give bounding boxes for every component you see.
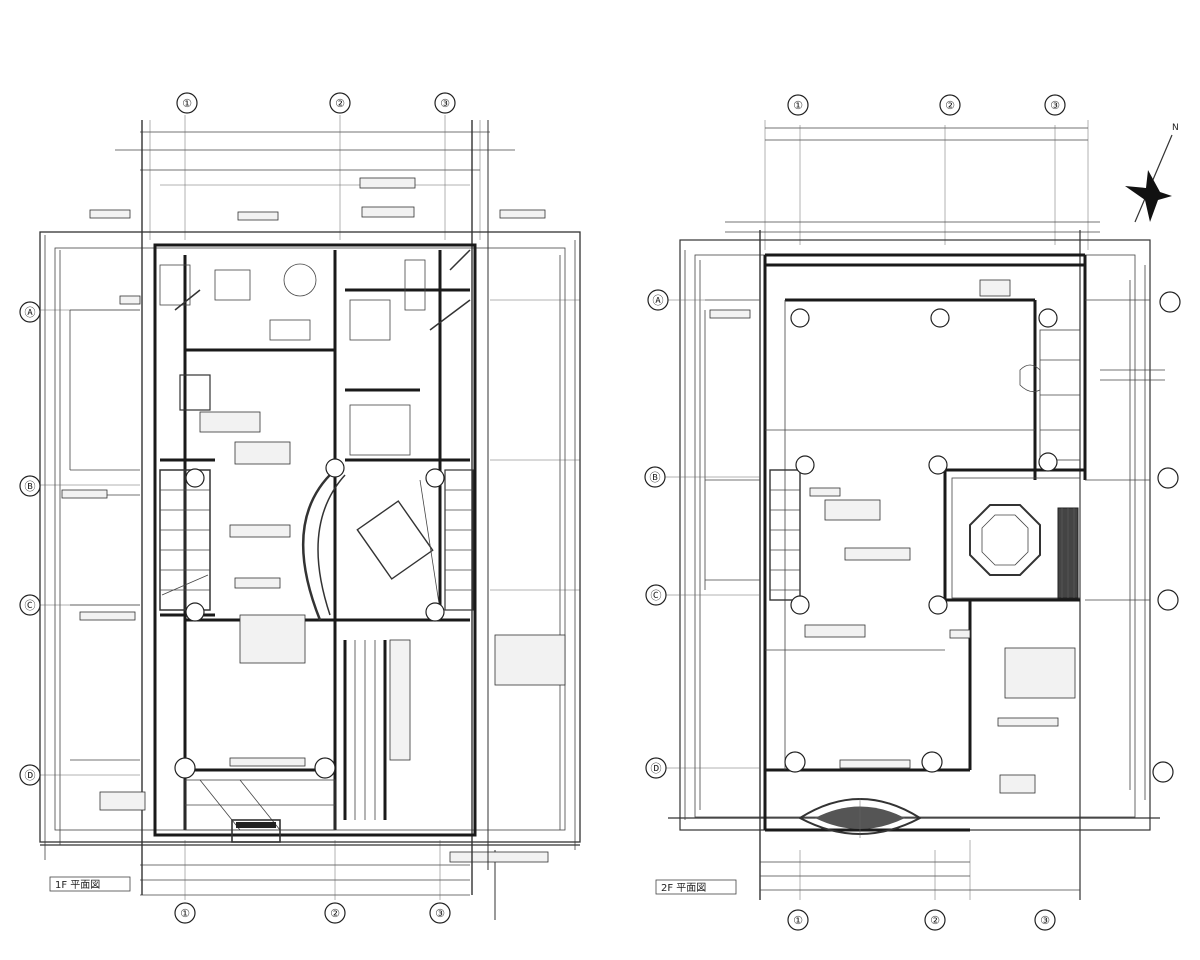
grid-side-a-right: Ⓐ	[653, 294, 664, 307]
grid-top-1-right: ①	[793, 99, 803, 112]
grid-top-3: ③	[440, 97, 450, 110]
scale-label-right: 2F 平面図	[655, 879, 737, 895]
grid-top-2-right: ②	[945, 99, 955, 112]
dimension-lines-top-right	[725, 120, 1100, 250]
grid-bottom-1: ①	[180, 907, 190, 920]
room-labels-left	[199, 411, 566, 767]
floor-plan-right: ① ② ③ ① ② ③ Ⓐ Ⓑ Ⓒ Ⓓ 2F 平面図	[644, 94, 1181, 931]
octagon-bath	[951, 477, 1081, 599]
north-arrow: N	[1125, 123, 1179, 223]
grid-top-2: ②	[335, 97, 345, 110]
grid-bottom-2-right: ②	[930, 914, 940, 927]
dimension-lines-bottom	[140, 840, 549, 920]
columns-left	[174, 458, 445, 779]
entrance-right	[798, 798, 922, 838]
plan-title-left: 1F 平面図	[55, 879, 100, 891]
dimension-lines-side-right	[665, 250, 1146, 820]
dimension-lines-top	[89, 115, 546, 240]
columns-right	[784, 308, 1058, 773]
grid-top-1: ①	[182, 97, 192, 110]
grid-side-d: Ⓓ	[25, 769, 36, 782]
grid-side-c: Ⓒ	[25, 599, 36, 612]
grid-side-a: Ⓐ	[25, 306, 36, 319]
grid-top-3-right: ③	[1050, 99, 1060, 112]
right-wing-rooms	[1019, 299, 1165, 601]
grid-bottom-1-right: ①	[793, 914, 803, 927]
dimension-lines-bottom-right	[760, 840, 1080, 900]
stair-left	[159, 469, 211, 611]
north-arrow-label: N	[1172, 123, 1179, 133]
curved-wall	[301, 469, 474, 621]
interior-walls	[153, 243, 477, 837]
entrance-left	[184, 779, 336, 843]
stair-right	[769, 469, 801, 601]
room-labels-right	[824, 279, 1076, 794]
floor-plan-left: ① ② ③ ① ② ③ Ⓐ Ⓑ Ⓒ Ⓓ 1F 平面図	[19, 92, 581, 924]
left-wing-rooms	[61, 295, 146, 811]
grid-bottom-3-right: ③	[1040, 914, 1050, 927]
grid-side-c-right: Ⓒ	[651, 589, 662, 602]
interior-walls-right	[763, 253, 1087, 832]
grid-bottom-3: ③	[435, 907, 445, 920]
grid-side-d-right: Ⓓ	[651, 762, 662, 775]
upper-fixtures-left	[159, 249, 471, 456]
grid-bubbles-left: ① ② ③ ① ② ③ Ⓐ Ⓑ Ⓒ Ⓓ	[19, 92, 456, 924]
outer-walls	[39, 120, 581, 895]
plan-title-right: 2F 平面図	[661, 882, 706, 894]
grid-side-b-right: Ⓑ	[650, 471, 661, 484]
grid-bubbles-right: ① ② ③ ① ② ③ Ⓐ Ⓑ Ⓒ Ⓓ	[644, 94, 1181, 931]
dimension-lines-side	[35, 235, 580, 860]
grid-side-b: Ⓑ	[25, 480, 36, 493]
grid-bottom-2: ②	[330, 907, 340, 920]
scale-label-left: 1F 平面図	[49, 876, 131, 892]
